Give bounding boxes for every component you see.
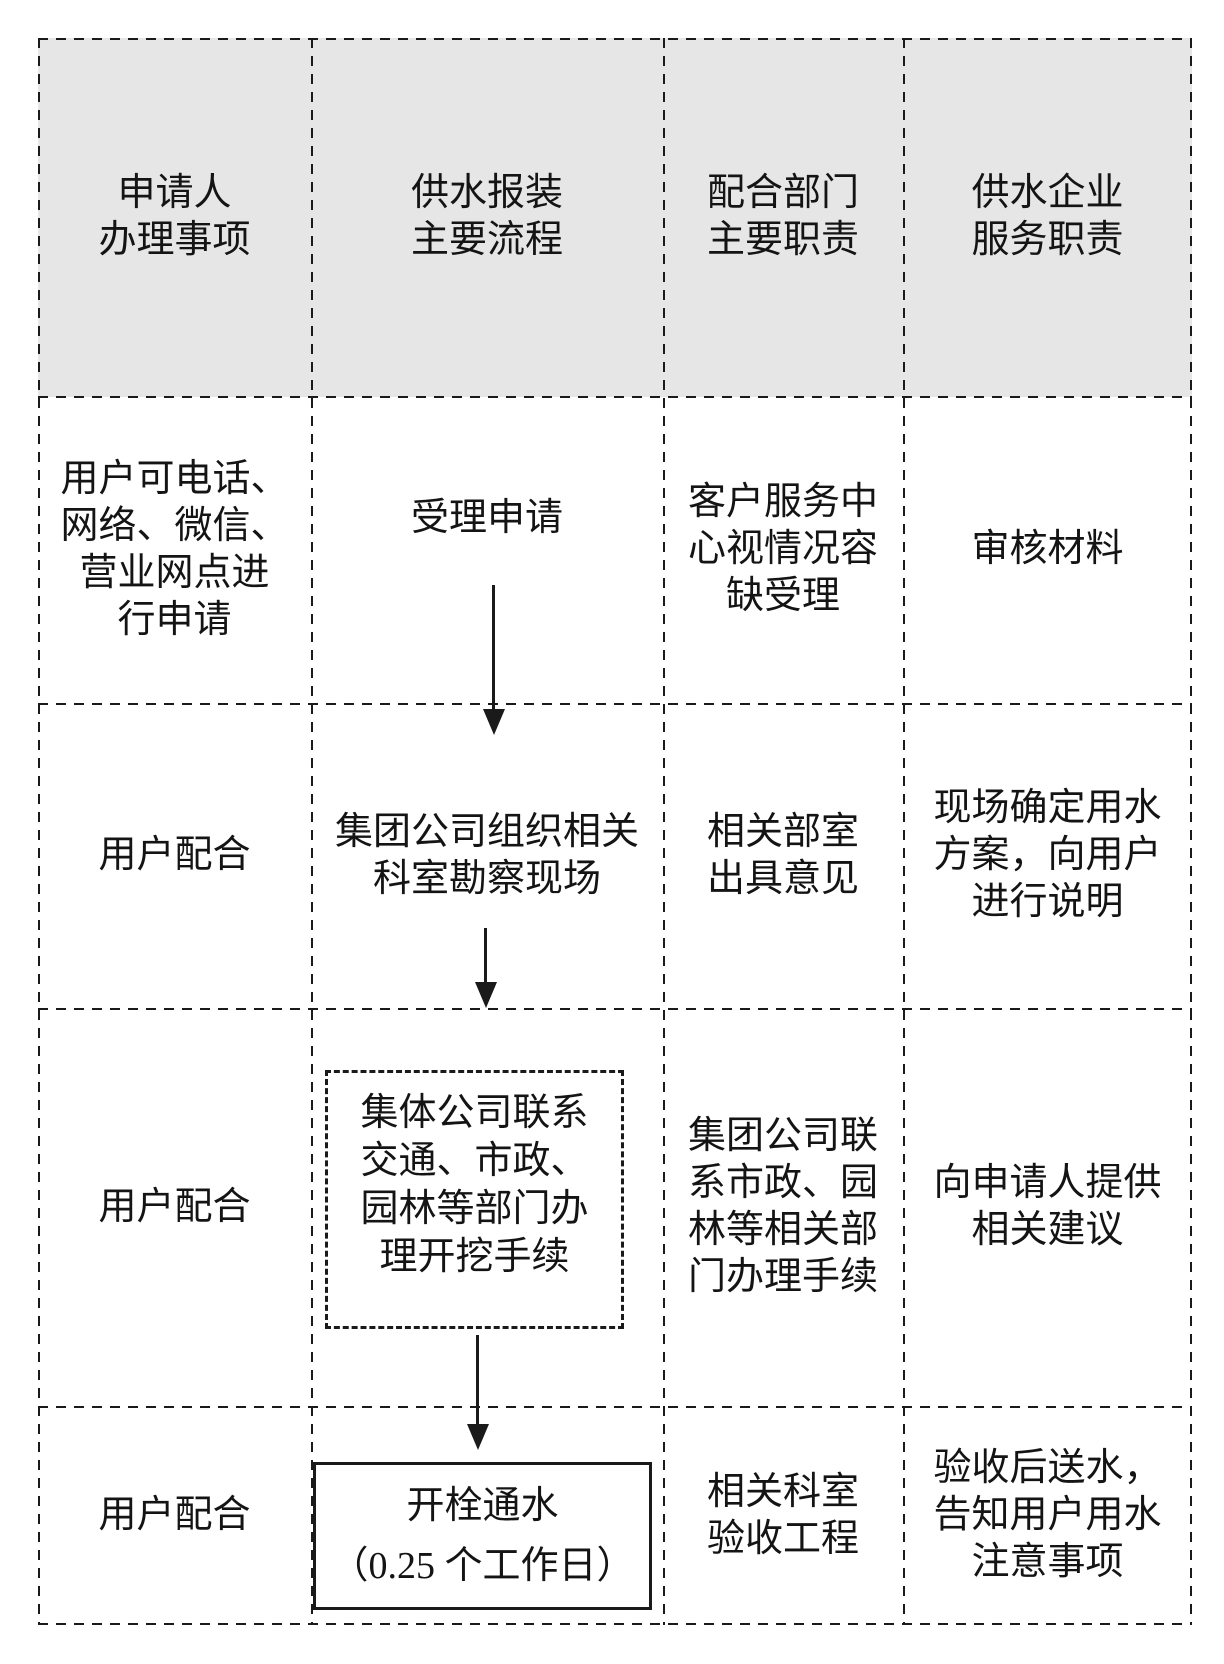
cell-text: 用户配合 — [98, 1494, 251, 1536]
arrow-permits-to-open-water — [476, 1335, 479, 1425]
cell-text: 用户可电话、 网络、微信、 营业网点进 行申请 — [60, 457, 289, 641]
cell-r2-process: 集团公司组织相关 科室勘察现场 — [311, 703, 663, 1008]
cell-text: 现场确定用水 方案，向用户 进行说明 — [933, 787, 1162, 923]
header-label-enterprise: 供水企业 服务职责 — [971, 172, 1124, 261]
column-divider-2 — [663, 38, 665, 1625]
header-cell-applicant: 申请人 办理事项 — [38, 38, 311, 396]
cell-r3-process: 集体公司联系 交通、市政、 园林等部门办 理开挖手续 — [311, 1008, 663, 1406]
header-cell-process: 供水报装 主要流程 — [311, 38, 663, 396]
cell-r4-applicant: 用户配合 — [38, 1406, 311, 1625]
cell-r4-enterprise: 验收后送水， 告知用户用水 注意事项 — [903, 1406, 1192, 1625]
row-divider-3 — [38, 1008, 1192, 1010]
flow-step-open-water-box: 开栓通水 （0.25 个工作日） — [313, 1462, 652, 1610]
table-border-top — [38, 38, 1192, 40]
cell-r3-enterprise: 向申请人提供 相关建议 — [903, 1008, 1192, 1406]
header-label-department: 配合部门 主要职责 — [706, 172, 859, 261]
column-divider-1 — [311, 38, 313, 1625]
flow-step-site-survey: 集团公司组织相关 科室勘察现场 — [334, 810, 639, 900]
header-row-background — [38, 38, 1192, 397]
cell-text: 向申请人提供 相关建议 — [933, 1162, 1162, 1251]
header-label-process: 供水报装 主要流程 — [410, 172, 563, 261]
column-divider-3 — [903, 38, 905, 1625]
cell-r1-applicant: 用户可电话、 网络、微信、 营业网点进 行申请 — [38, 396, 311, 703]
row-divider-4 — [38, 1406, 1192, 1408]
cell-r3-department: 集团公司联 系市政、园 林等相关部 门办理手续 — [663, 1008, 903, 1406]
header-cell-department: 配合部门 主要职责 — [663, 38, 903, 396]
cell-text: 验收后送水， 告知用户用水 注意事项 — [933, 1447, 1162, 1583]
cell-text: 相关科室 验收工程 — [706, 1470, 859, 1560]
table-cells: 申请人 办理事项 供水报装 主要流程 配合部门 主要职责 供水企业 服务职责 用… — [38, 38, 1192, 1625]
row-divider-2 — [38, 703, 1192, 705]
cell-r4-process: 开栓通水 （0.25 个工作日） — [311, 1406, 663, 1625]
cell-text: 集团公司联 系市政、园 林等相关部 门办理手续 — [687, 1115, 878, 1298]
table-border-left — [38, 38, 40, 1625]
cell-r1-department: 客户服务中 心视情况容 缺受理 — [663, 396, 903, 703]
arrow-accept-to-survey — [492, 585, 495, 710]
table-border-bottom — [38, 1623, 1192, 1625]
flow-step-excavation-permits-box: 集体公司联系 交通、市政、 园林等部门办 理开挖手续 — [325, 1070, 624, 1329]
cell-text: 审核材料 — [971, 528, 1124, 570]
cell-r1-enterprise: 审核材料 — [903, 396, 1192, 703]
cell-text: 用户配合 — [98, 1185, 251, 1228]
cell-r2-applicant: 用户配合 — [38, 703, 311, 1008]
arrow-survey-to-permits — [484, 928, 487, 983]
cell-r2-department: 相关部室 出具意见 — [663, 703, 903, 1008]
cell-r4-department: 相关科室 验收工程 — [663, 1406, 903, 1625]
flow-step-excavation-permits: 集体公司联系 交通、市政、 园林等部门办 理开挖手续 — [360, 1091, 589, 1278]
flow-step-accept-application: 受理申请 — [410, 497, 563, 539]
flow-step-open-water: 开栓通水 （0.25 个工作日） — [330, 1485, 635, 1587]
header-cell-enterprise: 供水企业 服务职责 — [903, 38, 1192, 396]
header-label-applicant: 申请人 办理事项 — [98, 172, 251, 261]
table-border-right — [1190, 38, 1192, 1625]
cell-text: 相关部室 出具意见 — [706, 810, 859, 900]
row-divider-1 — [38, 396, 1192, 398]
cell-r1-process: 受理申请 — [311, 396, 663, 703]
cell-text: 用户配合 — [98, 834, 251, 876]
cell-r2-enterprise: 现场确定用水 方案，向用户 进行说明 — [903, 703, 1192, 1008]
cell-text: 客户服务中 心视情况容 缺受理 — [687, 481, 878, 617]
water-supply-flowchart-table: 申请人 办理事项 供水报装 主要流程 配合部门 主要职责 供水企业 服务职责 用… — [38, 38, 1192, 1625]
cell-r3-applicant: 用户配合 — [38, 1008, 311, 1406]
